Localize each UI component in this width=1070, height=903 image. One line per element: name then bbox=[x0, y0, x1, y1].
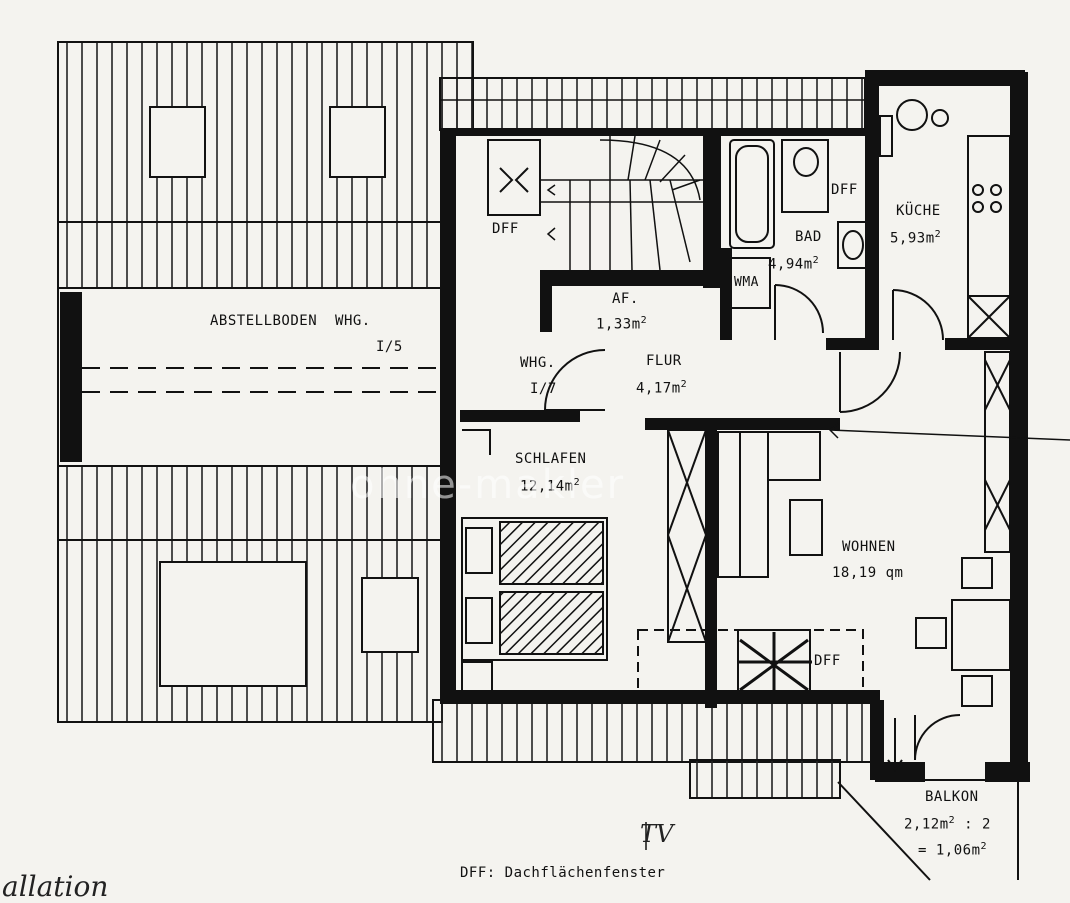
round-table bbox=[896, 99, 928, 131]
roof-upper bbox=[57, 41, 474, 289]
label-flur-area: 4,17m2 bbox=[636, 380, 687, 396]
roof-lower bbox=[57, 465, 443, 723]
area-exponent: 2 bbox=[812, 255, 820, 266]
living-skylight bbox=[637, 629, 864, 699]
label-abstellboden: ABSTELLBODEN WHG. bbox=[210, 314, 371, 328]
area-value: 4,94m bbox=[768, 256, 813, 273]
area-value: 4,17m bbox=[636, 380, 681, 397]
label-wma: WMA bbox=[734, 275, 759, 290]
label-wohnen-area: 18,19 qm bbox=[832, 565, 904, 581]
label-dff-stair: DFF bbox=[492, 221, 519, 237]
sink bbox=[837, 221, 869, 269]
label-flur-unit: I/7 bbox=[530, 381, 557, 397]
bathtub bbox=[729, 139, 775, 249]
label-dff-bath: DFF bbox=[831, 182, 858, 198]
sofa-set bbox=[717, 431, 823, 578]
legend-text: DFF: Dachflächenfenster bbox=[460, 865, 666, 881]
label-kueche-area: 5,93m2 bbox=[890, 230, 941, 246]
skylight bbox=[361, 577, 419, 653]
room-name: ABSTELLBODEN bbox=[210, 313, 318, 329]
area-exponent: 2 bbox=[680, 379, 688, 390]
skylight-stairwell bbox=[487, 139, 541, 216]
label-balkon-line2: = 1,06m2 bbox=[918, 842, 987, 858]
skylight bbox=[329, 106, 386, 178]
label-schlafen-area: 12,14m2 bbox=[520, 478, 580, 494]
area-value: 5,93m bbox=[890, 230, 935, 247]
area-exponent: 2 bbox=[948, 815, 956, 826]
area-exponent: 2 bbox=[934, 229, 942, 240]
walls bbox=[440, 70, 1030, 782]
kitchen-fixtures bbox=[879, 77, 1011, 341]
wardrobe bbox=[667, 429, 707, 643]
area-value: 1,33m bbox=[596, 316, 641, 333]
skylight bbox=[149, 106, 206, 178]
roof-bottom-band bbox=[432, 699, 884, 799]
label-flur-whg: WHG. bbox=[520, 355, 556, 371]
whg-label: WHG. bbox=[335, 313, 371, 329]
label-balkon: BALKON bbox=[925, 789, 979, 805]
balcony bbox=[837, 718, 1019, 881]
entry-arrow bbox=[828, 423, 1070, 441]
label-dff-living: DFF bbox=[814, 653, 841, 669]
label-abstellboden-unit: I/5 bbox=[376, 339, 403, 355]
label-bad: BAD bbox=[795, 229, 822, 245]
toilet-cubicle bbox=[781, 139, 829, 213]
watermark: ohne-makler bbox=[350, 462, 626, 508]
roof-top-band bbox=[439, 77, 866, 131]
toilet bbox=[793, 147, 819, 177]
annotation-tv: TV bbox=[640, 820, 674, 848]
area-value: 2,12m bbox=[904, 816, 949, 833]
label-bad-area: 4,94m2 bbox=[768, 256, 819, 272]
bath-fixtures bbox=[729, 139, 869, 340]
doors bbox=[462, 349, 961, 761]
area-exponent: 2 bbox=[980, 841, 988, 852]
label-af: AF. bbox=[612, 291, 639, 307]
dining-set bbox=[915, 557, 1011, 707]
skylight bbox=[159, 561, 307, 687]
label-flur: FLUR bbox=[646, 353, 682, 369]
label-balkon-line1: 2,12m2 : 2 bbox=[904, 816, 991, 832]
washing-machine bbox=[729, 257, 771, 309]
area-exponent: 2 bbox=[573, 477, 581, 488]
double-bed bbox=[461, 517, 608, 693]
label-wohnen: WOHNEN bbox=[842, 539, 896, 555]
area-exponent: 2 bbox=[640, 315, 648, 326]
label-af-area: 1,33m2 bbox=[596, 316, 647, 332]
label-kueche: KÜCHE bbox=[896, 203, 941, 219]
label-schlafen: SCHLAFEN bbox=[515, 451, 587, 467]
area-value: 12,14m bbox=[520, 478, 574, 495]
area-value: = 1,06m bbox=[918, 842, 981, 859]
area-divisor: : 2 bbox=[955, 816, 991, 833]
right-cabinets bbox=[984, 351, 1011, 553]
annotation-handwriting: allation bbox=[2, 870, 109, 903]
